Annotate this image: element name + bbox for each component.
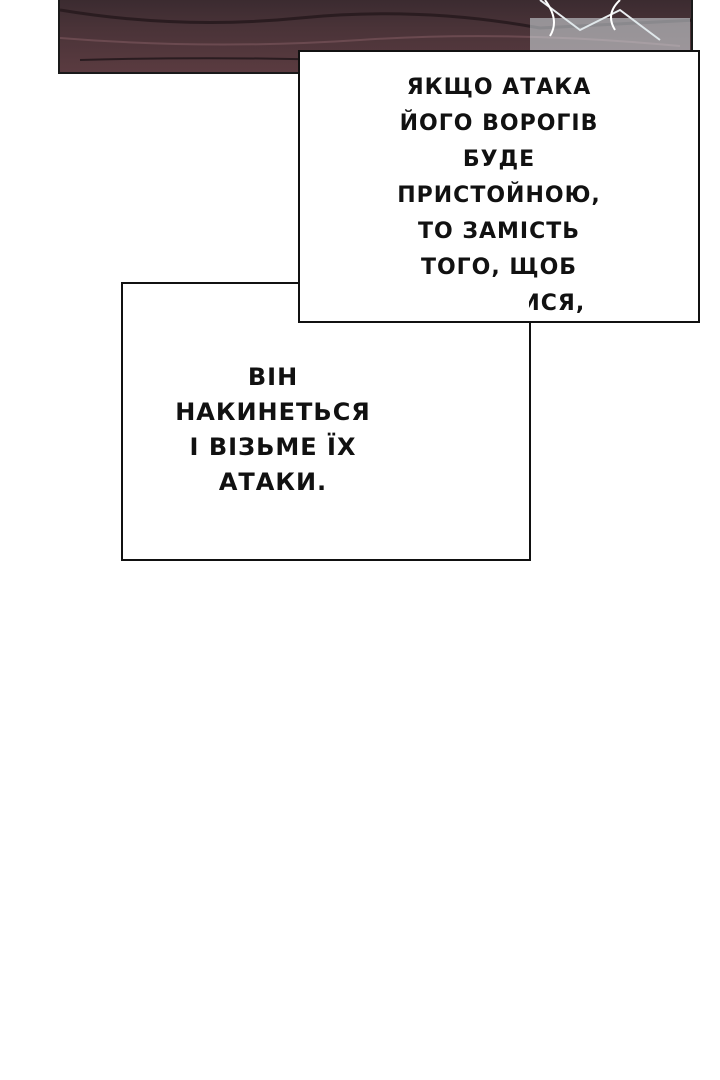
caption-line: ВІН [247, 363, 299, 391]
caption-line: ЯКЩО АТАКА [406, 75, 592, 100]
caption-line: ПРИСТОЙНОЮ, [397, 183, 601, 208]
caption-line: АТАКИ. [218, 468, 328, 496]
caption-box-top: ЯКЩО АТАКА ЙОГО ВОРОГІВ БУДЕ ПРИСТОЙНОЮ,… [298, 50, 700, 323]
caption-line: ТОГО, ЩОБ [420, 255, 578, 280]
caption-line: ЙОГО ВОРОГІВ [399, 111, 599, 136]
caption-line: ТО ЗАМІСТЬ [417, 219, 581, 244]
caption-top-text: ЯКЩО АТАКА ЙОГО ВОРОГІВ БУДЕ ПРИСТОЙНОЮ,… [300, 70, 698, 322]
caption-line: БУДЕ [462, 147, 536, 172]
caption-bottom-text: ВІН НАКИНЕТЬСЯ І ВІЗЬМЕ ЇХ АТАКИ. [163, 360, 383, 500]
caption-line: І ВІЗЬМЕ ЇХ [189, 433, 357, 461]
caption-box-bottom: ВІН НАКИНЕТЬСЯ І ВІЗЬМЕ ЇХ АТАКИ. [121, 282, 531, 561]
caption-line: НАКИНЕТЬСЯ [175, 398, 371, 426]
caption-joint [300, 284, 529, 321]
